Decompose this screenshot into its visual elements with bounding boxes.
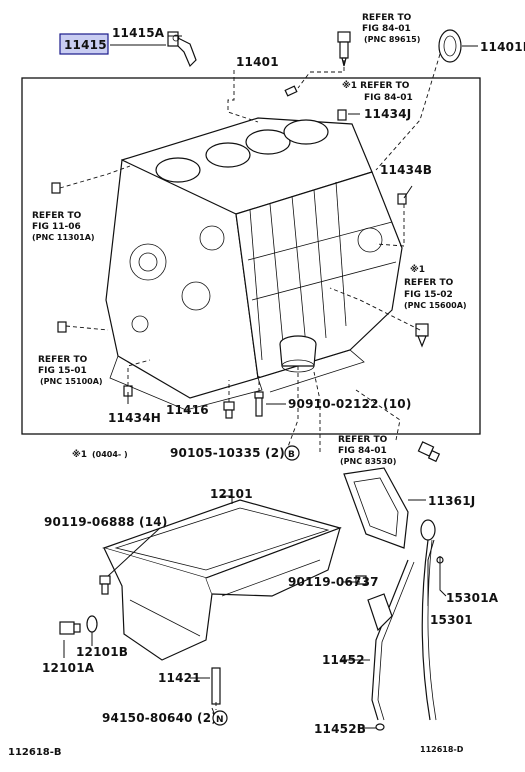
engine-block-frame: [21, 77, 481, 435]
ref-fig-11-06[interactable]: REFER TO FIG 11-06 (PNC 11301A): [32, 211, 95, 242]
oil-filter-boss-drawing: [279, 335, 317, 373]
label-11415-highlighted[interactable]: 11415: [64, 38, 107, 52]
part-11452B-drawing: [375, 723, 385, 731]
svg-text:※1: ※1: [410, 264, 425, 275]
part-12101B-drawing: [86, 615, 98, 633]
part-11452-drawing: [367, 559, 415, 721]
marker-B: B: [284, 445, 300, 461]
ref-fig-84-01-pnc-83530[interactable]: REFER TO FIG 84-01 (PNC 83530): [338, 435, 396, 466]
svg-text:(PNC 11301A): (PNC 11301A): [32, 233, 95, 242]
ref-fig-15-01[interactable]: REFER TO FIG 15-01 (PNC 15100A): [38, 355, 103, 386]
label-15301[interactable]: 15301: [430, 613, 473, 627]
part-90910-drawing: [254, 391, 264, 417]
svg-text:FIG 84-01: FIG 84-01: [362, 24, 411, 34]
svg-text:B: B: [288, 450, 295, 460]
part-90119-06888-drawing: [99, 575, 111, 595]
label-90910-02122[interactable]: 90910-02122 (10): [288, 397, 412, 411]
engine-block-drawing: [105, 117, 403, 411]
part-pin-left-upper: [51, 182, 61, 194]
part-dowel-top: [284, 85, 298, 97]
svg-text:FIG 84-01: FIG 84-01: [364, 93, 413, 103]
label-90119-06888[interactable]: 90119-06888 (14): [44, 515, 168, 529]
label-11415A[interactable]: 11415A: [112, 26, 165, 40]
svg-text:※1 REFER TO: ※1 REFER TO: [342, 80, 410, 91]
svg-text:N: N: [216, 715, 224, 725]
part-89615-drawing: [337, 31, 351, 67]
label-94150-80640[interactable]: 94150-80640 (2): [102, 711, 217, 725]
part-83530-drawing: [417, 441, 441, 463]
svg-text:REFER TO: REFER TO: [38, 355, 88, 365]
oil-pan-drawing: [102, 499, 342, 661]
svg-text:(PNC 15600A): (PNC 15600A): [404, 301, 467, 310]
part-12101A-drawing: [59, 621, 81, 635]
part-11401L-drawing: [438, 29, 462, 63]
diagram-code-right: 112618-D: [420, 745, 464, 754]
svg-text:(PNC 83530): (PNC 83530): [340, 457, 396, 466]
svg-text:FIG 11-06: FIG 11-06: [32, 222, 81, 232]
part-11361J-drawing: [343, 467, 409, 549]
part-11434B-drawing: [397, 193, 407, 205]
label-11452[interactable]: 11452: [322, 653, 365, 667]
svg-text:REFER TO: REFER TO: [362, 13, 412, 23]
marker-N: N: [212, 710, 228, 726]
svg-text:(0404- ): (0404- ): [92, 450, 128, 459]
label-11421[interactable]: 11421: [158, 671, 201, 685]
label-15301A[interactable]: 15301A: [446, 591, 499, 605]
part-11421-drawing: [211, 667, 221, 705]
label-11401L[interactable]: 11401L: [480, 40, 525, 54]
label-11416[interactable]: 11416: [166, 403, 209, 417]
ref-star1-fig-15-02[interactable]: ※1 REFER TO FIG 15-02 (PNC 15600A): [404, 264, 467, 310]
svg-text:REFER TO: REFER TO: [338, 435, 388, 445]
part-11416-drawing: [223, 401, 235, 419]
part-pin-left-lower: [57, 321, 67, 333]
part-11415-drawing: [167, 31, 197, 68]
label-12101[interactable]: 12101: [210, 487, 253, 501]
svg-text:FIG 84-01: FIG 84-01: [338, 446, 387, 456]
label-90119-06737[interactable]: 90119-06737: [288, 575, 379, 589]
label-12101A[interactable]: 12101A: [42, 661, 95, 675]
diagram-code-left: 112618-B: [8, 747, 62, 758]
callout-11415-highlight[interactable]: 11415: [59, 33, 109, 55]
label-11434B[interactable]: 11434B: [380, 163, 432, 177]
part-90119-06737-drawing: [355, 575, 367, 585]
part-11434J-drawing: [337, 109, 347, 121]
label-11452B[interactable]: 11452B: [314, 722, 366, 736]
svg-text:REFER TO: REFER TO: [404, 278, 454, 288]
part-15600A-drawing: [415, 323, 429, 348]
label-11401[interactable]: 11401: [236, 55, 279, 69]
svg-text:FIG 15-02: FIG 15-02: [404, 290, 453, 300]
svg-text:(PNC 89615): (PNC 89615): [364, 35, 420, 44]
ref-star1-fig-84-01[interactable]: ※1 REFER TO FIG 84-01: [342, 80, 413, 103]
label-12101B[interactable]: 12101B: [76, 645, 128, 659]
leader-lines: [59, 35, 478, 729]
svg-text:FIG 15-01: FIG 15-01: [38, 366, 87, 376]
label-11434H[interactable]: 11434H: [108, 411, 161, 425]
svg-text:※1: ※1: [72, 449, 87, 460]
ref-fig-84-01-pnc-89615[interactable]: REFER TO FIG 84-01 (PNC 89615): [362, 13, 420, 44]
label-90105-10335[interactable]: 90105-10335 (2): [170, 446, 285, 460]
label-11361J[interactable]: 11361J: [428, 494, 475, 508]
label-11434J[interactable]: 11434J: [364, 107, 411, 121]
footnote-star1: ※1 (0404- ): [72, 449, 128, 460]
svg-text:(PNC 15100A): (PNC 15100A): [40, 377, 103, 386]
svg-text:REFER TO: REFER TO: [32, 211, 82, 221]
